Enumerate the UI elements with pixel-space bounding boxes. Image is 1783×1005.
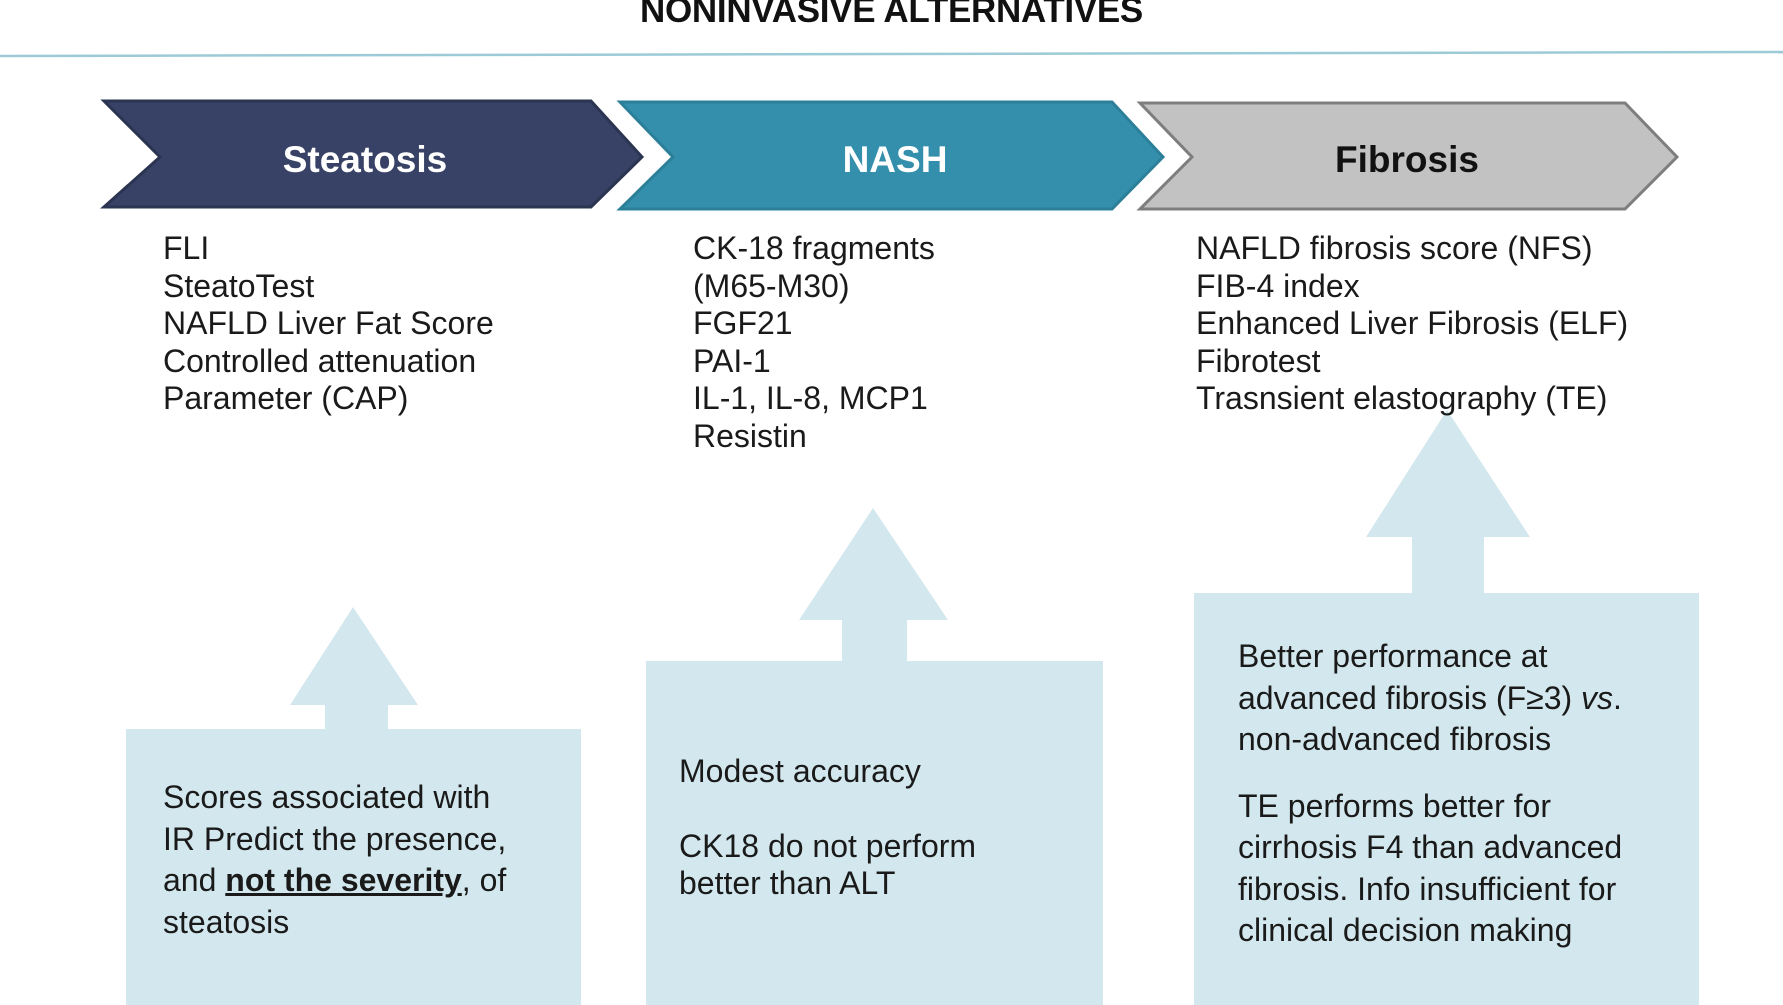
note-line: steatosis [163,903,290,940]
list-item: PAI-1 [693,342,771,379]
note-line: clinical decision making [1238,912,1573,948]
note-text: . [1613,679,1622,716]
emphasis-not-the-severity: not the severity [225,862,462,898]
chevron-label-steatosis: Steatosis [282,139,448,180]
chevron-fibrosis [1136,101,1680,211]
list-item: FLI [163,230,210,266]
nash-note: Modest accuracy CK18 do not perform bett… [679,753,976,903]
list-item: SteatoTest [163,267,315,304]
note-text-italic: vs [1581,679,1614,716]
list-item: IL-1, IL-8, MCP1 [693,380,928,416]
note-line: advanced fibrosis (F≥3) vs. [1238,678,1622,720]
title-rule [0,50,1783,58]
callout-steatosis-box [126,729,581,1005]
steatosis-note: Scores associated with IR Predict the pr… [163,777,506,943]
list-item: FGF21 [693,305,793,341]
note-line: Better performance at [1238,638,1548,674]
list-item: NAFLD Liver Fat Score [163,305,494,341]
callout-fibrosis-box [1194,593,1699,1005]
chevron-label-nash: NASH [842,139,948,180]
list-item: FIB-4 index [1196,267,1360,304]
list-item: Parameter (CAP) [163,380,409,416]
note-line: fibrosis. Info insufficient for [1238,870,1617,907]
fibrosis-marker-list: NAFLD fibrosis score (NFS) FIB-4 index E… [1196,230,1628,418]
note-text: advanced fibrosis (F≥3) [1238,679,1582,716]
list-item: NAFLD fibrosis score (NFS) [1196,230,1593,266]
callout-fibrosis-arrow [1366,410,1530,593]
list-item: Enhanced Liver Fibrosis (ELF) [1196,305,1629,341]
chevron-label-fibrosis: Fibrosis [1335,139,1479,180]
diagram-title: NONINVASIVE ALTERNATIVES [640,0,1143,30]
note-text: and [163,862,226,898]
list-item: Resistin [693,417,807,454]
note-line: CK18 do not perform [679,827,977,864]
chevron-steatosis [100,99,645,209]
note-line: Modest accuracy [679,753,921,789]
callout-nash-arrow [799,508,948,661]
list-item: Controlled attenuation [163,342,477,379]
fibrosis-note: Better performance at advanced fibrosis … [1238,636,1622,952]
list-item: Trasnsient elastography (TE) [1196,380,1608,416]
note-line: IR Predict the presence, [163,820,507,857]
list-item: CK-18 fragments [693,230,935,266]
note-line: better than ALT [679,865,896,901]
steatosis-marker-list: FLI SteatoTest NAFLD Liver Fat Score Con… [163,230,494,418]
note-line: non-advanced fibrosis [1238,721,1552,757]
note-text: , of [461,862,507,898]
callout-nash-box [646,661,1103,1005]
nash-marker-list: CK-18 fragments (M65-M30) FGF21 PAI-1 IL… [693,230,935,455]
list-item: (M65-M30) [693,267,850,304]
note-line: cirrhosis F4 than advanced [1238,829,1623,865]
list-item: Fibrotest [1196,342,1321,379]
note-line: Scores associated with [163,779,491,815]
callout-steatosis-arrow [290,607,418,729]
note-line: and not the severity, of [163,860,506,902]
note-line: TE performs better for [1238,787,1551,824]
chevron-nash [616,100,1166,211]
